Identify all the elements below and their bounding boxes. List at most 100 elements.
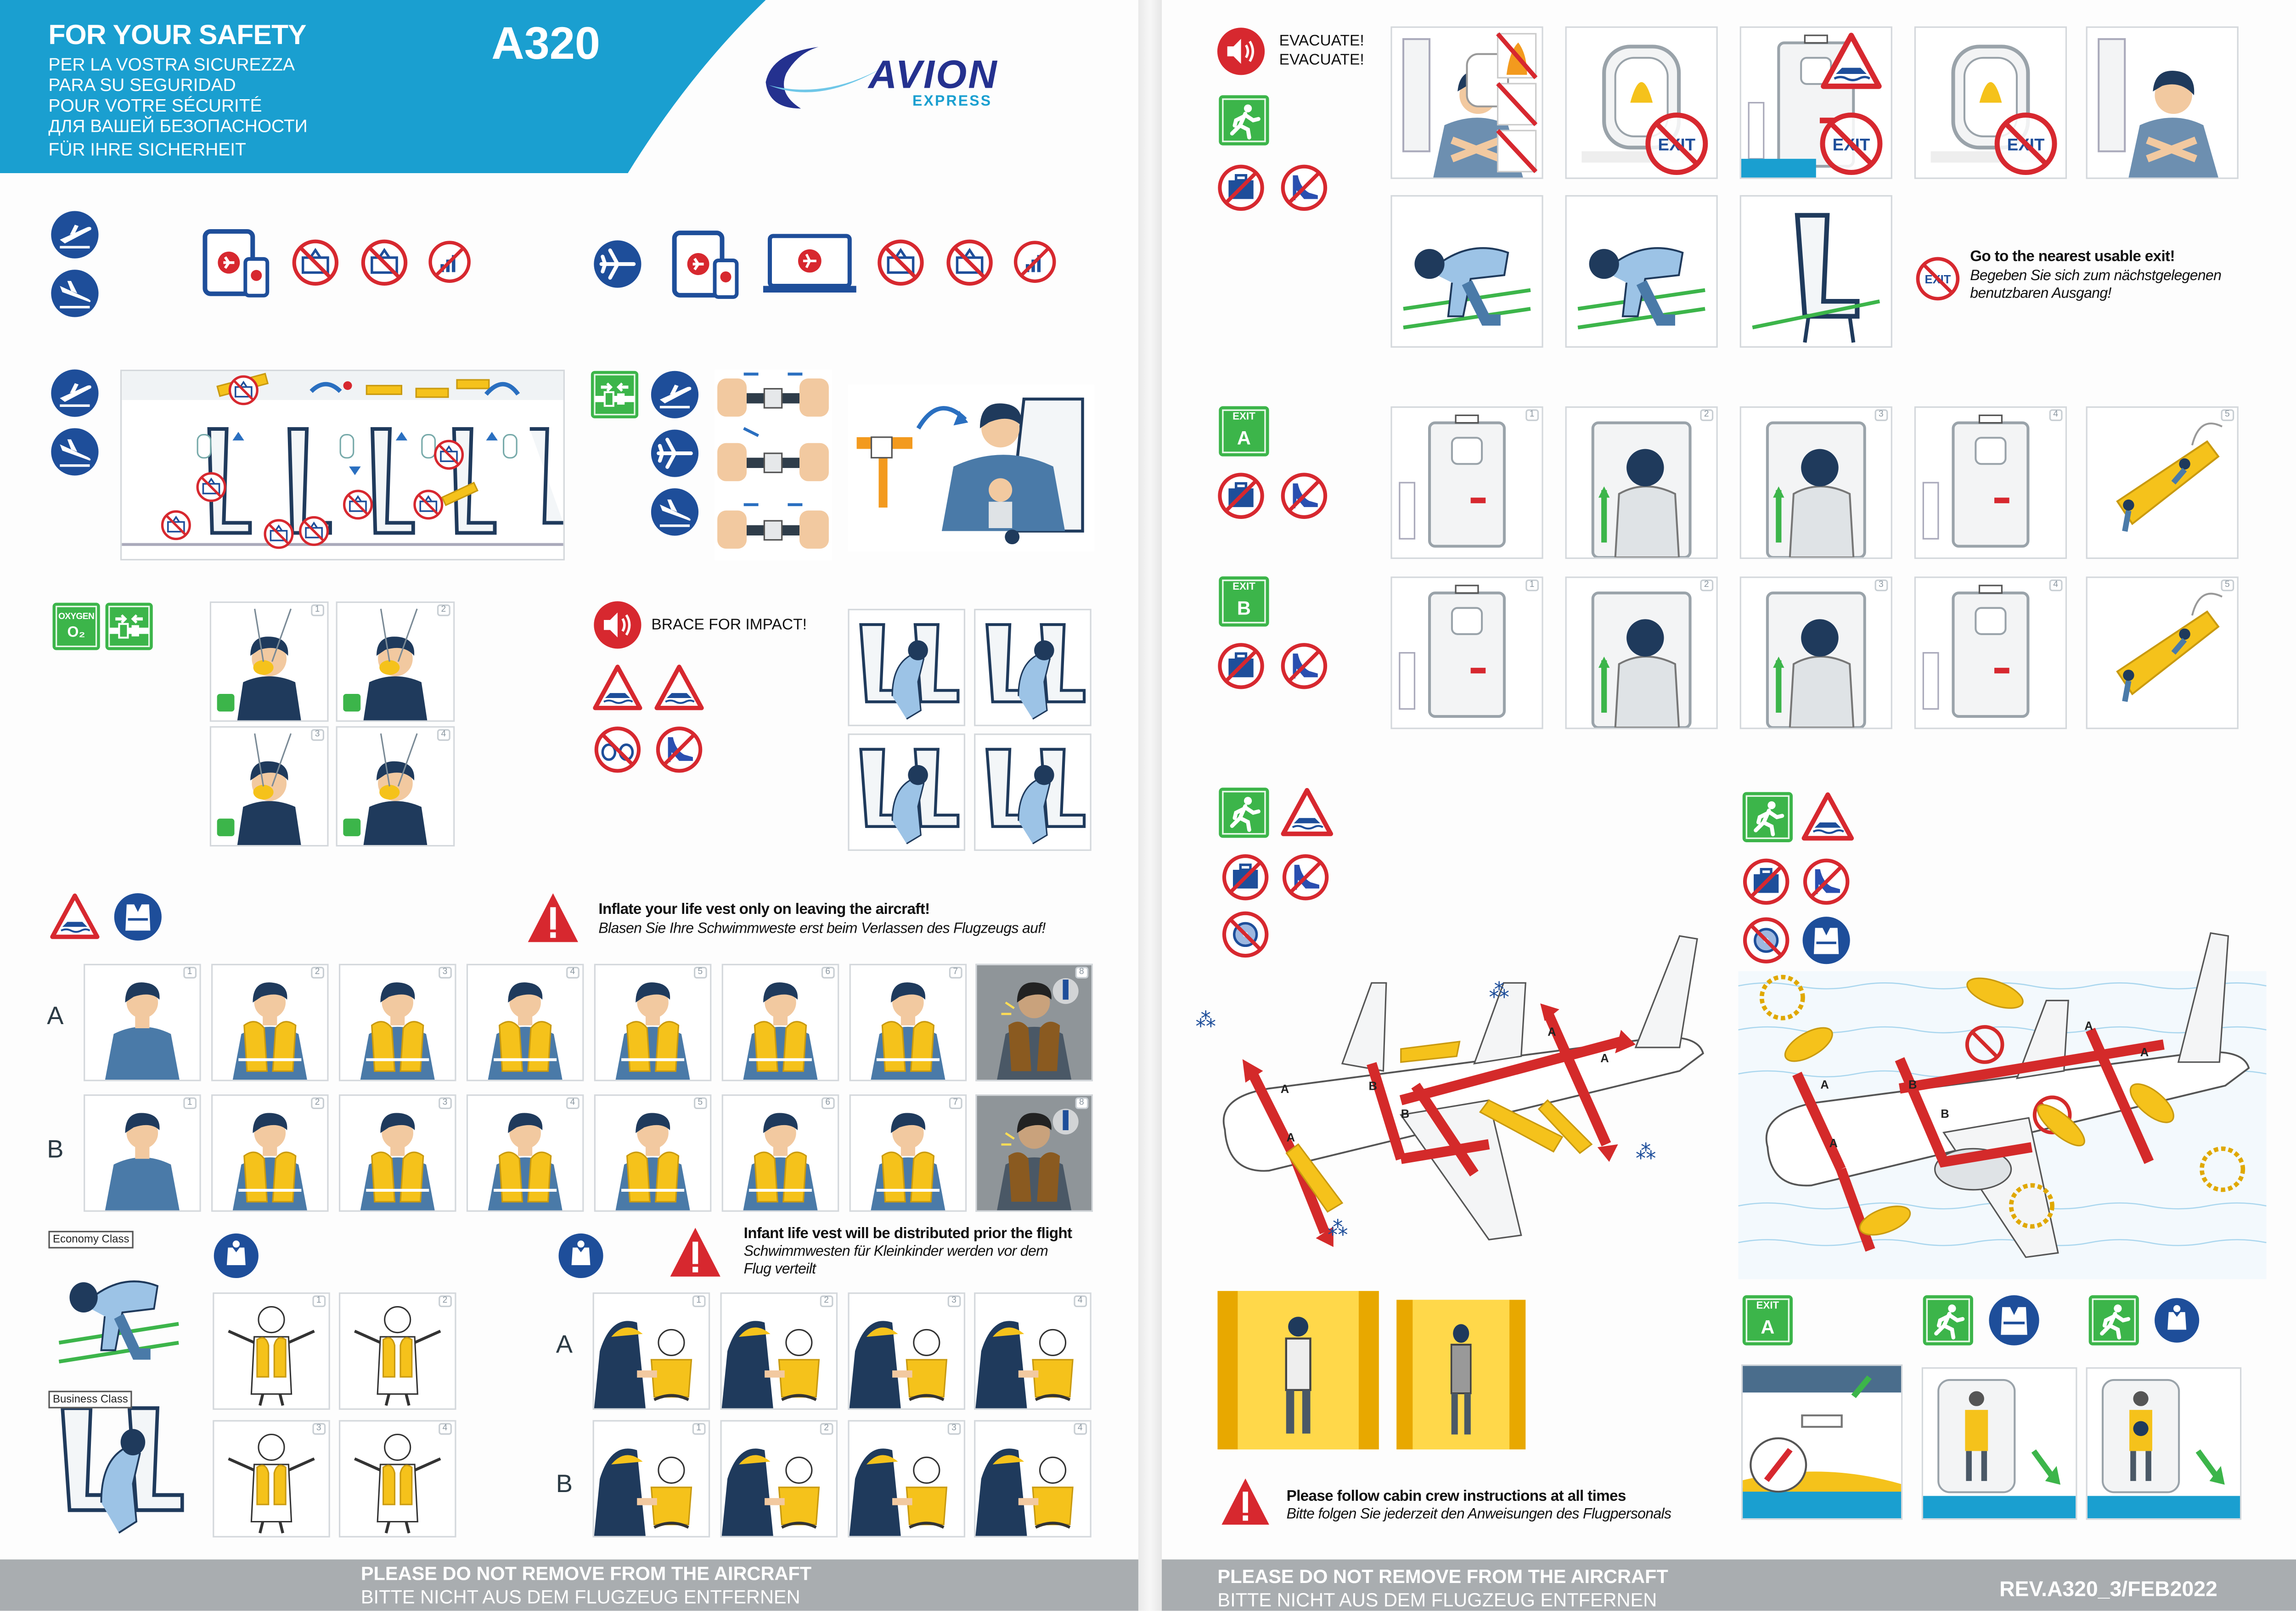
step-number: 6 [821,967,835,979]
infant-step-b-panel: 1 [592,1420,710,1538]
prohibition-icon [160,509,192,541]
brace-label: BRACE FOR IMPACT! [651,616,807,634]
no-baggage-icon [1741,857,1791,907]
door-label-a: A [2084,1020,2093,1033]
step-number: 5 [2220,409,2234,421]
no-signal-icon [1012,239,1058,285]
vest-step-a-panel-art [851,965,965,1080]
infant-step-a-panel-art [975,1294,1090,1408]
no-high-heels-icon [1279,641,1329,691]
door-label-a: A [2140,1046,2149,1059]
prohibition-icon [263,518,295,550]
slide-jump-panel [1217,1291,1379,1450]
child-vest-step-panel: 2 [338,1292,456,1410]
infant-step-a-panel: 2 [720,1292,838,1410]
step-number: 5 [693,1097,707,1110]
no-cable-icon [945,238,995,288]
emergency-exit-runner-icon [1922,1294,1975,1347]
row-label-a: A [47,1002,64,1030]
no-exit-icon [1643,110,1711,178]
evac-step-blocked-window [1914,26,2067,179]
no-baggage-icon [1216,641,1266,691]
exit-b-step-panel-art [2088,578,2237,728]
water-landing-warning-icon [50,892,100,942]
prohibition-icon [412,489,445,521]
infant-warning-de: Schwimmwesten für Kleinkinder werden vor… [743,1244,1048,1278]
evac-step-smoke [1390,26,1543,179]
subtitle-it: PER LA VOSTRA SICUREZZA [48,54,295,75]
oxygen-step-panel: 3 [209,726,329,847]
brace-position-panel [974,608,1092,727]
overwing-exit-panel [1741,1364,1903,1520]
infant-step-b-panel: 4 [974,1420,1092,1538]
child-vest-step-panel-art [214,1294,328,1408]
nearest-exit-de: Begeben Sie sich zum nächstgelegenen ben… [1970,268,2222,303]
door-label-a: A [1281,1083,1289,1096]
child-vest-step-panel: 4 [338,1420,456,1538]
emergency-exit-runner-icon [1217,786,1270,839]
vest-step-b-panel-art [977,1096,1092,1210]
water-landing-warning-icon [1801,791,1854,844]
exit-b-step-panel-art [1916,578,2065,728]
emergency-exit-runner-icon [1217,94,1270,146]
exit-a-step-panel: 1 [1390,406,1543,559]
crew-instructions-de: Bitte folgen Sie jederzeit den Anweisung… [1286,1506,1671,1523]
landing-icon [650,487,700,537]
oxygen-step-panel-art [211,603,327,721]
exit-b-step-panel-art [1392,578,1542,728]
card-title: FOR YOUR SAFETY [48,20,306,51]
oxygen-step-panel-art [211,727,327,845]
no-high-heels-icon [654,725,704,775]
svg-text:EXPRESS: EXPRESS [912,92,992,109]
step-number: 7 [948,1097,962,1110]
vest-step-b-panel: 6 [721,1094,839,1212]
water-landing-warning-icon [654,663,704,713]
water-landing-warning-icon [1818,31,1885,92]
step-number: 4 [2048,409,2063,421]
exit-b-step-panel: 3 [1739,576,1892,729]
prohibition-icon [433,439,465,471]
oxygen-step-panel: 4 [336,726,455,847]
svg-text:⁂: ⁂ [1196,1009,1216,1031]
step-number: 2 [819,1295,833,1307]
door-label-b: B [1941,1108,1949,1121]
fasten-seatbelt-icon [104,602,154,652]
exit-a-step-panel-art [1741,408,1891,558]
right-footer-band [1162,1559,2296,1611]
vest-step-a-panel: 3 [338,963,456,1082]
step-number: 3 [312,1423,326,1435]
life-vest-icon [1988,1294,2041,1347]
takeoff-icon [650,370,700,420]
door-label-b: B [1368,1080,1377,1093]
exit-a-word: EXIT [1232,412,1255,423]
infant-warning-en: Infant life vest will be distributed pri… [743,1226,1073,1243]
step-number: 2 [310,967,324,979]
svg-text:⁂: ⁂ [1636,1141,1656,1164]
no-exit-icon [1992,110,2060,178]
oxygen-step-panel: 1 [209,601,329,722]
infant-step-b-panel: 2 [720,1420,838,1538]
slide-sit-panel [1396,1300,1526,1450]
svg-text:AVION: AVION [867,53,998,97]
child-vest-icon [213,1232,259,1279]
step-number: 4 [1073,1295,1087,1307]
no-cable-icon [360,238,410,288]
vest-step-a-panel-art [468,965,582,1080]
water-landing-warning-icon [1281,786,1334,839]
oxygen-step-panel: 2 [336,601,455,722]
step-number: 3 [1874,579,1888,591]
exit-a-step-panel-art [2088,408,2237,558]
exit-a-letter: A [1237,427,1251,449]
child-vest-step-panel: 1 [213,1292,330,1410]
step-number: 3 [1874,409,1888,421]
step-number: 4 [1073,1423,1087,1435]
door-label-b: B [1401,1108,1409,1121]
vest-step-a-panel-art [340,965,455,1080]
vest-step-b-panel: 8 [975,1094,1093,1212]
step-number: 3 [947,1295,961,1307]
brace-position-panel [848,733,965,851]
warning-icon [666,1225,725,1280]
step-number: 3 [947,1423,961,1435]
seatbelt-instructions [714,370,832,561]
